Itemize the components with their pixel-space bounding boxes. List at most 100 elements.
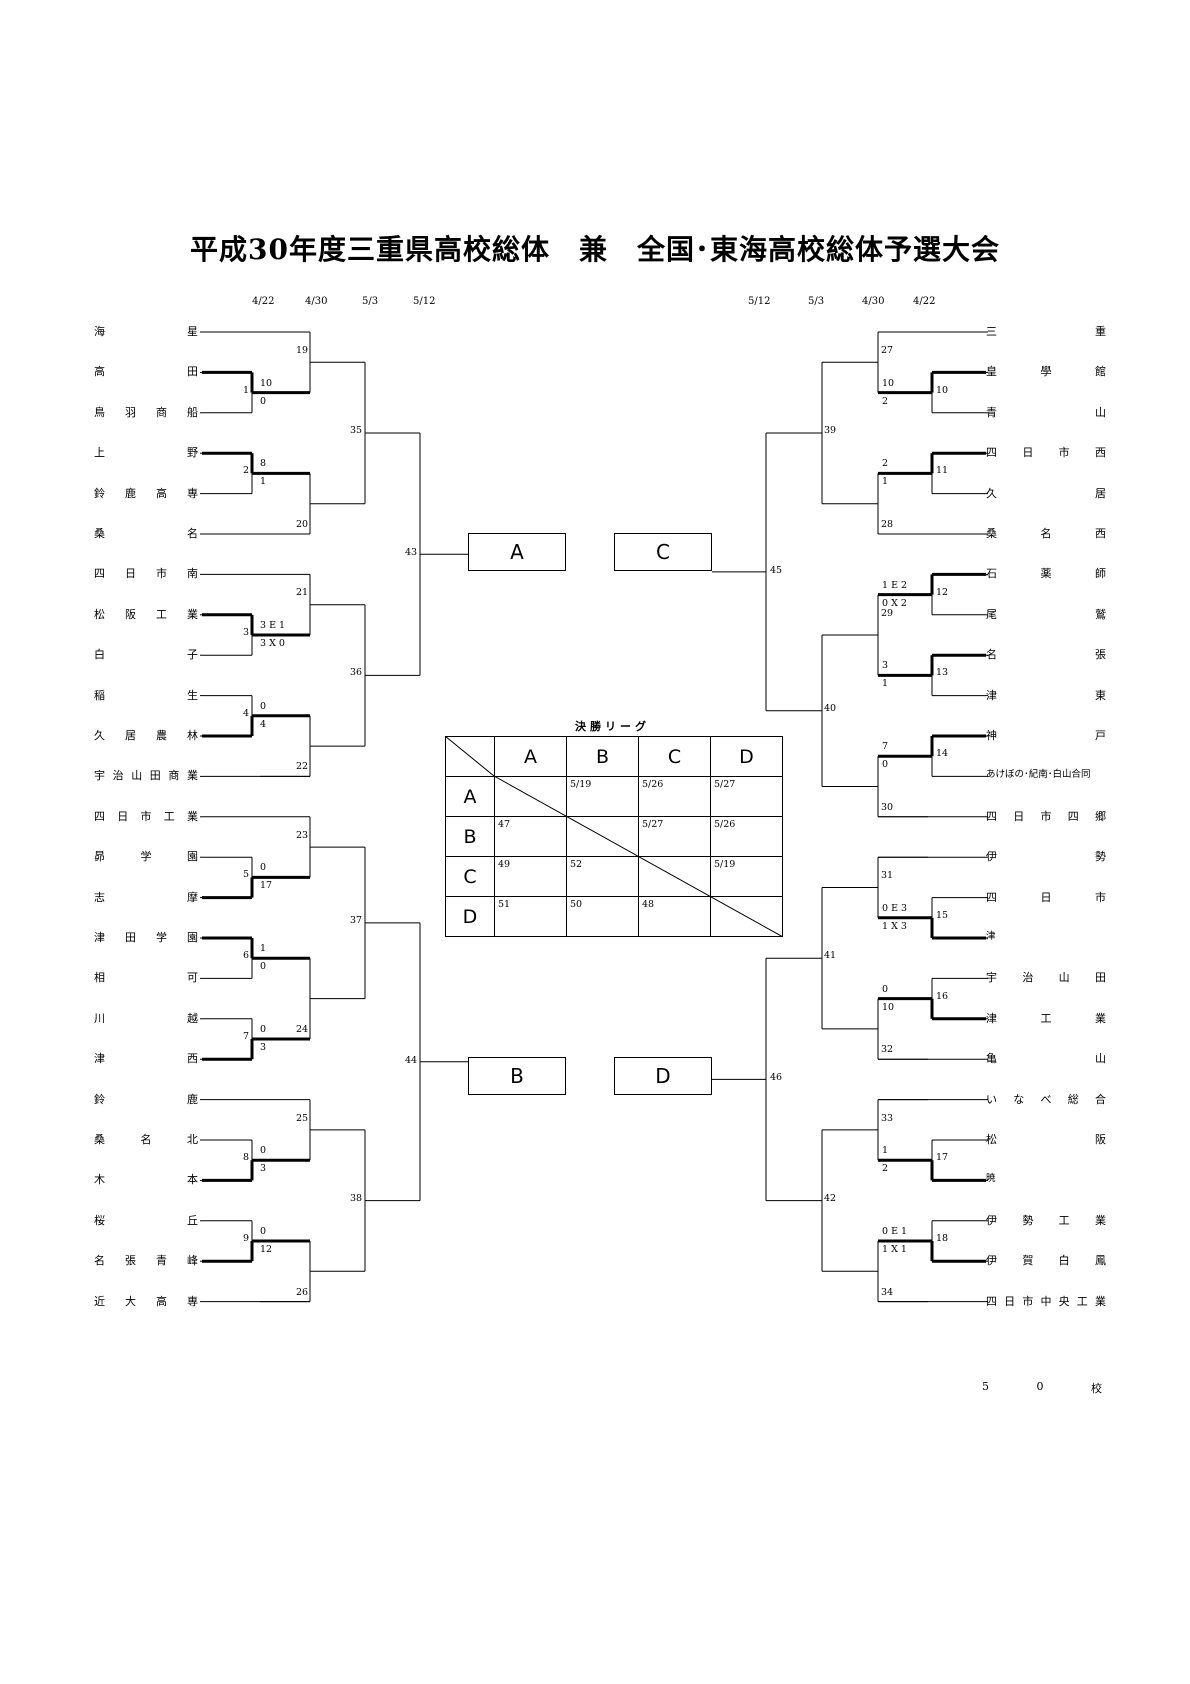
right-score-top: 3: [882, 660, 889, 672]
school-char: 津: [94, 931, 105, 944]
left-round3-number: 36: [350, 667, 363, 679]
school-char: 館: [1095, 365, 1106, 379]
left-round2-number: 22: [296, 761, 309, 773]
left-score-top: 10: [260, 377, 273, 389]
league-cell-text: 5/19: [714, 859, 736, 870]
school-char: 久: [986, 486, 997, 500]
right-school: 四日市四郷: [986, 811, 1106, 823]
school-char: 阪: [125, 607, 136, 621]
right-match-number: 12: [936, 586, 949, 598]
league-title: 決勝リーグ: [575, 720, 650, 733]
block-d-box: D: [614, 1057, 712, 1095]
left-match-number: 4: [243, 707, 250, 719]
school-char: 四: [986, 1294, 997, 1308]
right-score-top: 1: [882, 1145, 889, 1157]
left-round4-number: 43: [405, 547, 418, 559]
left-match-number: 1: [243, 384, 250, 396]
school-char: あけぼの･紀南･白山合同: [986, 769, 1091, 781]
right-school: 四日市西: [986, 447, 1106, 459]
left-school: 四日市工業: [94, 811, 198, 823]
school-char: 鹿: [125, 486, 136, 500]
school-char: 工: [156, 607, 167, 621]
school-char: 東: [1095, 688, 1106, 702]
school-char: 師: [1095, 567, 1106, 581]
left-school: 鈴鹿高専: [94, 488, 198, 500]
school-char: 生: [187, 688, 198, 702]
league-main-diagonal: [493, 775, 783, 937]
footer-digit-1: 5: [982, 1380, 989, 1393]
school-char: 星: [187, 325, 198, 338]
right-round2-number: 28: [881, 519, 894, 530]
school-char: 農: [156, 729, 167, 742]
school-char: 居: [125, 729, 136, 742]
league-cell-text: 5/26: [642, 779, 664, 790]
school-char: 伊: [986, 1254, 997, 1268]
school-char: 張: [1095, 648, 1106, 662]
school-char: 大: [125, 1294, 136, 1308]
right-school: 亀山: [986, 1053, 1106, 1065]
right-score-bottom: 0 X 2: [882, 597, 907, 609]
right-school: 津: [986, 932, 1106, 944]
right-school: 伊勢工業: [986, 1215, 1106, 1227]
school-char: 石: [986, 567, 997, 581]
school-char: 勢: [1022, 1213, 1034, 1227]
league-row-header: B: [445, 816, 495, 857]
school-char: 白: [94, 648, 105, 662]
school-char: 張: [125, 1254, 136, 1268]
school-char: 丘: [187, 1213, 198, 1227]
right-school: 宇治山田: [986, 972, 1106, 984]
school-char: 田: [1094, 971, 1106, 985]
right-score-bottom: 1 X 3: [882, 920, 907, 932]
footer-digit-2: 0: [1036, 1380, 1044, 1393]
school-char: 名: [986, 648, 997, 662]
left-score-top: 0: [260, 1024, 267, 1035]
right-round3-number: 42: [824, 1192, 837, 1204]
league-cell-text: 51: [498, 899, 511, 910]
league-row-header: A: [445, 776, 495, 817]
school-char: 学: [140, 850, 152, 864]
left-school: 津田学園: [94, 932, 198, 944]
league-col-header: B: [566, 736, 639, 777]
right-score-top: 7: [882, 741, 889, 753]
right-score-top: 1 E 2: [882, 579, 908, 591]
school-char: 日: [1004, 1294, 1016, 1308]
left-school: 桑名北: [94, 1134, 198, 1146]
left-school: 海星: [94, 326, 198, 338]
school-char: 業: [187, 809, 198, 823]
school-char: 桑: [94, 1133, 105, 1146]
league-cell-text: 5/26: [714, 819, 736, 830]
right-round3-number: 41: [824, 950, 837, 962]
school-char: な: [1013, 1092, 1025, 1106]
left-match-number: 5: [243, 869, 250, 881]
right-score-bottom: 1: [882, 476, 889, 488]
left-school: 津西: [94, 1053, 198, 1065]
block-c-box: C: [614, 533, 712, 571]
school-char: 子: [187, 648, 198, 662]
school-char: 津: [986, 688, 997, 702]
school-char: 北: [187, 1133, 198, 1146]
league-row-header: D: [445, 896, 495, 937]
school-char: 山: [1058, 971, 1070, 985]
school-char: 治: [112, 769, 124, 783]
school-char: 相: [94, 971, 105, 985]
right-match-number: 18: [936, 1233, 949, 1244]
left-school: 高田: [94, 366, 198, 378]
league-col-header: C: [638, 736, 711, 777]
right-match-number: 13: [936, 667, 949, 679]
right-round2-number: 30: [881, 801, 894, 813]
left-school: 近大高専: [94, 1296, 198, 1308]
school-char: 工: [1040, 1011, 1052, 1025]
left-school: 四日市南: [94, 568, 198, 580]
school-char: 名: [187, 527, 198, 540]
school-char: 山: [131, 769, 143, 783]
left-school: 桑名: [94, 528, 198, 540]
league-diagonal: [445, 736, 783, 937]
school-char: 勢: [1095, 850, 1106, 864]
league-cell: 51: [494, 896, 567, 937]
school-char: 鳳: [1094, 1254, 1106, 1268]
league-col-header: A: [494, 736, 567, 777]
league-row-header: C: [445, 856, 495, 897]
school-char: 津: [986, 931, 996, 942]
school-char: 志: [94, 890, 105, 904]
